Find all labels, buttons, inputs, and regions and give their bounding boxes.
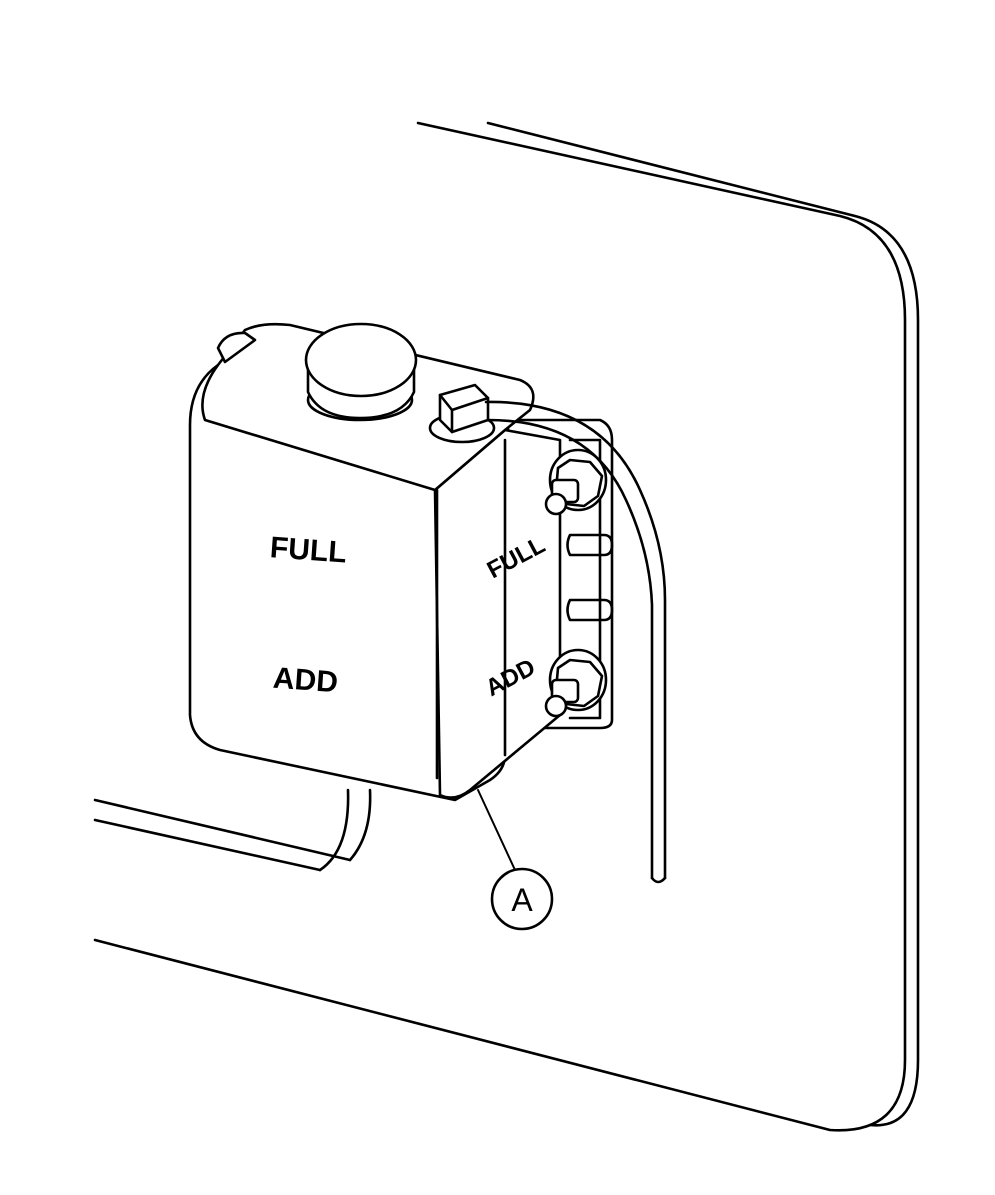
front-add-label: ADD	[272, 662, 339, 699]
callout-letter: A	[511, 882, 533, 918]
filler-cap	[304, 322, 418, 422]
overflow-hose	[484, 400, 667, 884]
mounting-panel	[93, 121, 920, 1132]
lower-nut	[544, 648, 608, 718]
overflow-fitting	[428, 383, 496, 444]
upper-nut	[544, 448, 608, 516]
front-full-label: FULL	[269, 531, 348, 569]
coolant-reservoir	[188, 322, 562, 802]
lower-hose	[318, 788, 372, 872]
callout-a: A	[477, 789, 554, 931]
